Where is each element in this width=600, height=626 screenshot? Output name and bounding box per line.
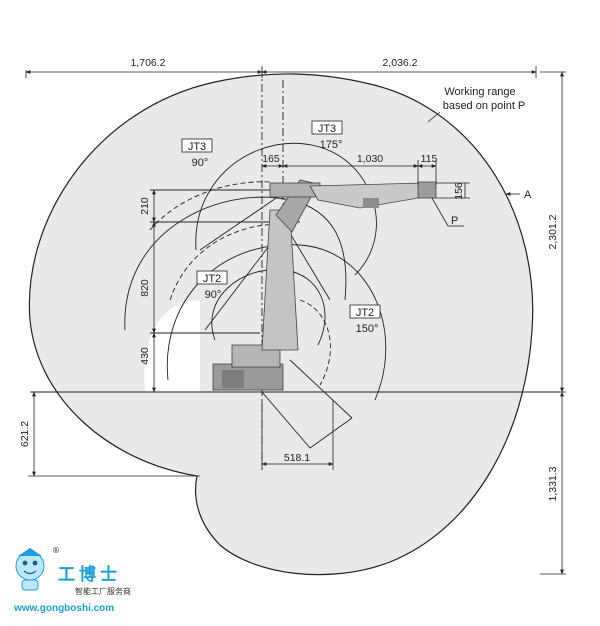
- working-range-line1: Working range: [444, 86, 515, 98]
- dim-1030: 1,030: [357, 153, 383, 165]
- jt3-right-angle: 175°: [320, 139, 343, 151]
- dim-820: 820: [139, 279, 151, 297]
- jt3-dashed-arc: [149, 181, 271, 231]
- robot-arm: [212, 179, 437, 391]
- jt3-arc-top: [195, 142, 377, 276]
- brand-name: 工博士: [58, 564, 121, 585]
- jt2-left-label: JT2: [203, 273, 221, 285]
- dim-430: 430: [139, 347, 151, 365]
- jt3-right-label: JT3: [318, 123, 336, 135]
- dim-156: 156: [453, 182, 465, 200]
- wedge-left: [261, 391, 311, 449]
- jt2-right-label: JT2: [356, 307, 374, 319]
- arc-ray-3: [199, 191, 286, 251]
- wedge-right: [309, 417, 353, 449]
- jt3-left-angle: 90°: [192, 157, 209, 169]
- point-p-leader: [431, 197, 449, 227]
- dim-621: 621.2: [19, 421, 31, 447]
- jt2-dashed-arc-right: [299, 299, 331, 386]
- working-range-line2: based on point P: [443, 100, 526, 112]
- jt2-left-angle: 90°: [205, 289, 222, 301]
- wedge-back: [289, 359, 353, 419]
- registered-mark: ®: [52, 546, 60, 555]
- point-p-label: P: [451, 215, 458, 227]
- dim-210: 210: [139, 197, 151, 215]
- dim-115: 115: [421, 153, 438, 165]
- jt2-arc-outer: [166, 244, 387, 401]
- view-a-label: A: [524, 189, 532, 201]
- jt2-arc-mid: [124, 196, 347, 331]
- brand-url: www.gongboshi.com: [13, 603, 114, 614]
- dim-1706: 1,706.2: [130, 57, 165, 69]
- dim-518: 518.1: [284, 452, 310, 464]
- dim-2036: 2,036.2: [382, 57, 417, 69]
- jt3-left-label: JT3: [188, 141, 206, 153]
- unreachable-zone: [144, 300, 200, 392]
- gongboshi-watermark: ® 工博士 智能工厂服务商 www.gongboshi.com: [13, 546, 131, 614]
- jt2-right-angle: 150°: [356, 323, 379, 335]
- brand-subtitle: 智能工厂服务商: [75, 586, 131, 596]
- dim-1331: 1,331.3: [547, 466, 559, 501]
- arc-ray-1: [284, 224, 331, 301]
- mascot-logo-icon: [15, 548, 45, 591]
- dim-165: 165: [262, 153, 280, 165]
- working-range-leader: [427, 111, 441, 123]
- dim-2301: 2,301.2: [547, 214, 559, 249]
